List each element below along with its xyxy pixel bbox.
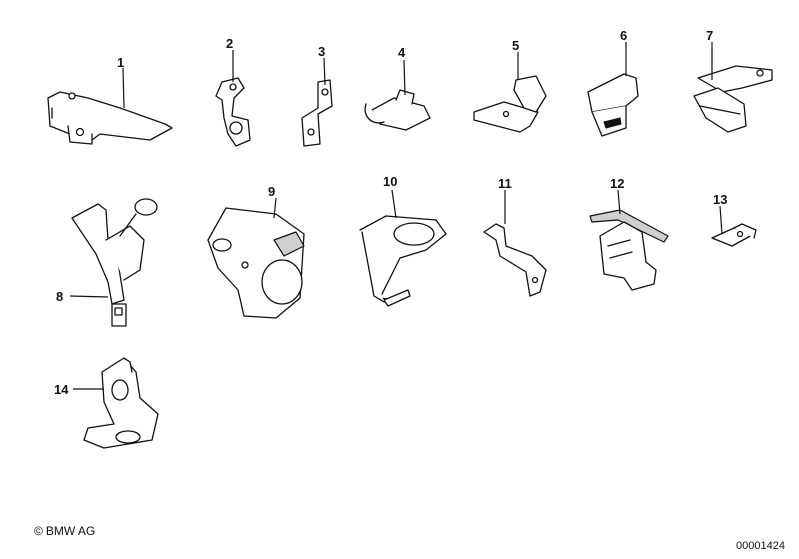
part-9-sensor-holder: 9: [207, 184, 305, 319]
part-14-bracket: 14: [54, 357, 159, 449]
diagram-id: 00001424: [736, 540, 785, 552]
copyright-notice: ©BMW AG: [34, 524, 95, 538]
part-4-clip: 4: [364, 45, 431, 131]
part-13-clip: 13: [711, 192, 757, 247]
part-5-bracket: 5: [473, 38, 547, 133]
callout-9: 9: [268, 184, 275, 199]
part-10-holder: 10: [359, 174, 447, 307]
part-11-bracket: 11: [483, 176, 547, 297]
callout-2: 2: [226, 36, 233, 51]
callout-8: 8: [56, 289, 63, 304]
callout-4: 4: [398, 45, 406, 60]
callout-10: 10: [383, 174, 397, 189]
copyright-text: BMW AG: [45, 524, 96, 538]
callout-14: 14: [54, 382, 69, 397]
callout-7: 7: [706, 28, 713, 43]
part-6-bracket-with-screw: 6: [587, 28, 639, 137]
callout-1: 1: [117, 55, 124, 70]
part-2-clip: 2: [215, 36, 251, 147]
part-7-clip: 7: [693, 28, 773, 133]
callout-13: 13: [713, 192, 727, 207]
part-3-bracket: 3: [301, 44, 333, 147]
part-12-bracket: 12: [589, 176, 669, 291]
callout-3: 3: [318, 44, 325, 59]
callout-12: 12: [610, 176, 624, 191]
part-1-bracket: 1: [47, 55, 173, 145]
copyright-symbol: ©: [34, 524, 43, 538]
part-8-bracket: 8: [56, 198, 158, 327]
callout-6: 6: [620, 28, 627, 43]
callout-11: 11: [498, 176, 512, 191]
callout-5: 5: [512, 38, 519, 53]
